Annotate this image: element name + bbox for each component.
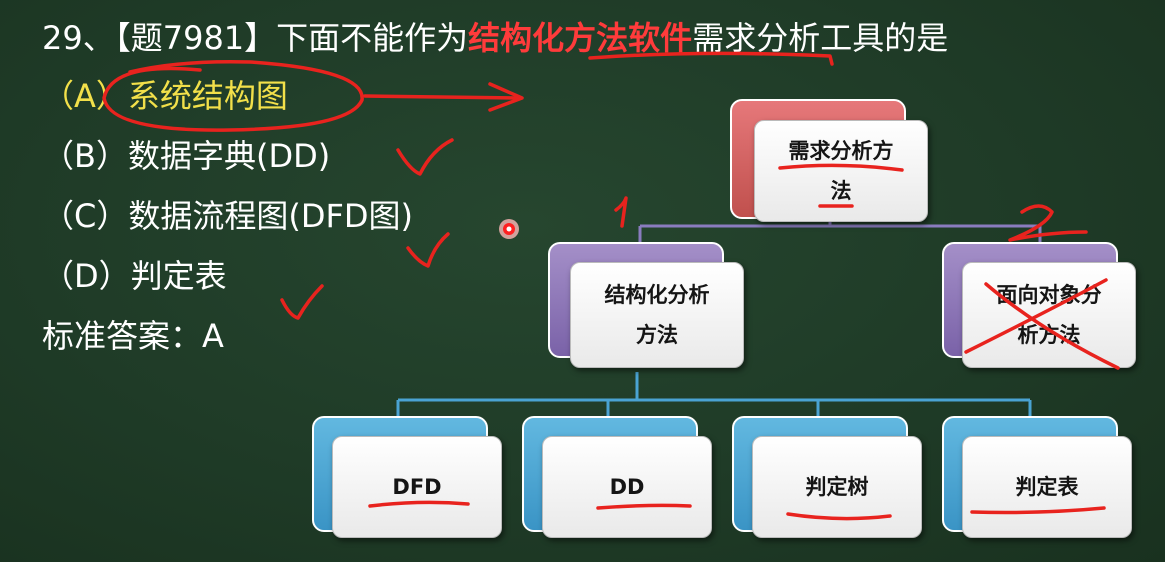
leaf-dd-box: DD: [542, 436, 712, 538]
leaf-dd-label: DD: [609, 475, 645, 499]
option-d[interactable]: （D）判定表: [42, 257, 227, 295]
leaf-decision-tree-box: 判定树: [752, 436, 922, 538]
laser-pointer-icon: [499, 219, 519, 239]
oo-line1: 面向对象分: [996, 283, 1102, 307]
option-b[interactable]: （B）数据字典(DD): [42, 137, 331, 175]
root-line2: 法: [830, 179, 852, 203]
question-highlight: 结构化方法软件: [468, 19, 693, 57]
leaf-decision-table-box: 判定表: [962, 436, 1132, 538]
leaf-decision-table-label: 判定表: [1015, 475, 1079, 499]
question-prefix: 29、【题7981】下面不能作为: [42, 19, 469, 57]
object-oriented-method-box: 面向对象分析方法: [962, 262, 1136, 368]
root-line1: 需求分析方: [788, 139, 894, 163]
option-c[interactable]: （C）数据流程图(DFD图): [42, 197, 414, 235]
structured-line2: 方法: [636, 323, 678, 347]
standard-answer: 标准答案：A: [42, 317, 224, 355]
leaf-decision-tree-label: 判定树: [805, 475, 869, 499]
structured-method-box: 结构化分析方法: [570, 262, 744, 368]
question-text: 29、【题7981】下面不能作为结构化方法软件需求分析工具的是: [42, 14, 948, 62]
structured-line1: 结构化分析: [604, 283, 710, 307]
oo-line2: 析方法: [1017, 323, 1081, 347]
leaf-dfd-label: DFD: [392, 475, 442, 499]
root-box: 需求分析方法: [754, 120, 928, 222]
question-suffix: 需求分析工具的是: [692, 19, 949, 57]
leaf-dfd-box: DFD: [332, 436, 502, 538]
